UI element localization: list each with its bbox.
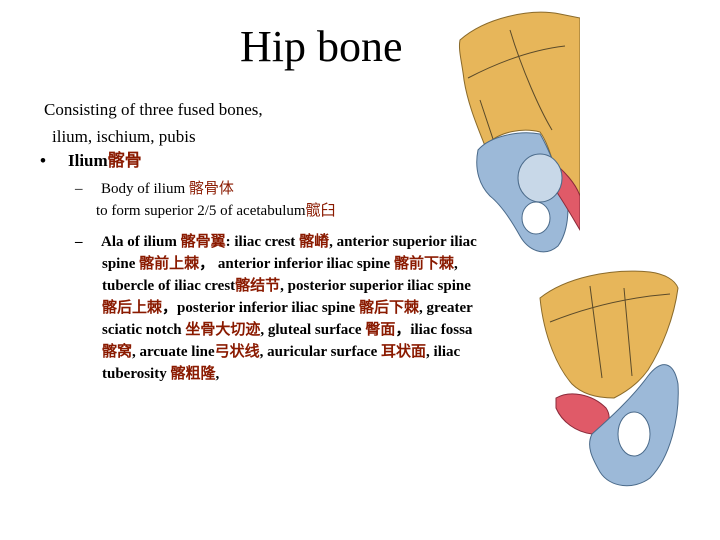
sub2-term-cn: 髂窝 <box>102 344 133 360</box>
sub2-term-en: ，posterior inferior iliac spine <box>162 300 359 316</box>
sub2-term-en: , greater sciatic notch <box>102 300 473 338</box>
sub2-term-cn: 髂骨翼 <box>180 234 226 250</box>
obturator-foramen <box>521 201 551 235</box>
sub2-term-en: ， anterior inferior iliac spine <box>199 256 394 272</box>
ilium-lines <box>549 285 671 379</box>
acetabulum-area <box>517 153 563 203</box>
sub2-term-en: , posterior superior iliac spine <box>280 278 471 294</box>
sub2-term-en: , gluteal surface <box>260 322 366 338</box>
sub1-text-cn: 髂骨体 <box>188 181 234 197</box>
bullet-ilium-en: Ilium <box>68 151 108 170</box>
sub2-paragraph: – Ala of ilium 髂骨翼: iliac crest 髂嵴, anter… <box>75 231 485 385</box>
slide-title: Hip bone <box>240 22 403 71</box>
bullet-ilium-cn: 髂骨 <box>107 151 142 170</box>
sub2-term-en: , auricular surface <box>259 344 382 360</box>
sub2-term-en: , iliac tuberosity <box>102 344 461 382</box>
sub2-term-cn: 耳状面 <box>381 344 427 360</box>
sub2-term-cn: 髂后上棘 <box>102 300 163 316</box>
hip-bone-illustration-bottom <box>539 270 679 487</box>
intro-line-1: Consisting of three fused bones, <box>44 100 263 119</box>
sub2-term-cn: 弓状线 <box>214 344 260 360</box>
sub2-term-en: , anterior superior iliac spine <box>102 234 477 272</box>
sub1-cont-en: to form superior 2/5 of acetabulum <box>96 203 306 219</box>
sub2-term-cn: 髂前下棘 <box>393 256 454 272</box>
sub2-term-en: ，iliac fossa <box>395 322 473 338</box>
ilium-region <box>539 270 679 399</box>
sub2-term-cn: 髂嵴 <box>299 234 330 250</box>
sub-item-body-of-ilium: – Body of ilium 髂骨体 to form superior 2/5 … <box>75 178 336 222</box>
sub2-term-en: : iliac crest <box>225 234 300 250</box>
intro-line-2: ilium, ischium, pubis <box>52 127 196 146</box>
sub-item-ala-of-ilium: – Ala of ilium 髂骨翼: iliac crest 髂嵴, anter… <box>75 231 485 385</box>
sub2-term-en: , arcuate line <box>132 344 215 360</box>
sub2-term-cn: 髂结节 <box>235 278 281 294</box>
obturator-foramen <box>617 411 651 457</box>
hip-bone-illustration-top <box>459 11 580 253</box>
bullet-ilium: • Ilium髂骨 <box>40 150 142 172</box>
sub2-term-cn: 髂粗隆 <box>170 366 216 382</box>
sub2-term-cn: 髂前上棘 <box>139 256 200 272</box>
sub1-text-en: Body of ilium <box>101 181 189 197</box>
sub2-term-cn: 臀面 <box>365 322 396 338</box>
sub2-term-cn: 髂后下棘 <box>358 300 419 316</box>
ilium-region <box>459 11 580 196</box>
sub2-term-en: , tubercle of iliac crest <box>102 256 458 294</box>
dash-mark: – <box>75 234 83 250</box>
sub2-term-en: , <box>215 366 220 382</box>
sub2-term-en: Ala of ilium <box>101 234 181 250</box>
intro-text: Consisting of three fused bones, ilium, … <box>44 96 263 150</box>
dash-mark: – <box>75 181 83 197</box>
sub2-term-cn: 坐骨大切迹 <box>185 322 261 338</box>
bullet-mark: • <box>40 151 46 170</box>
sub1-cont-cn: 髋臼 <box>305 203 336 219</box>
